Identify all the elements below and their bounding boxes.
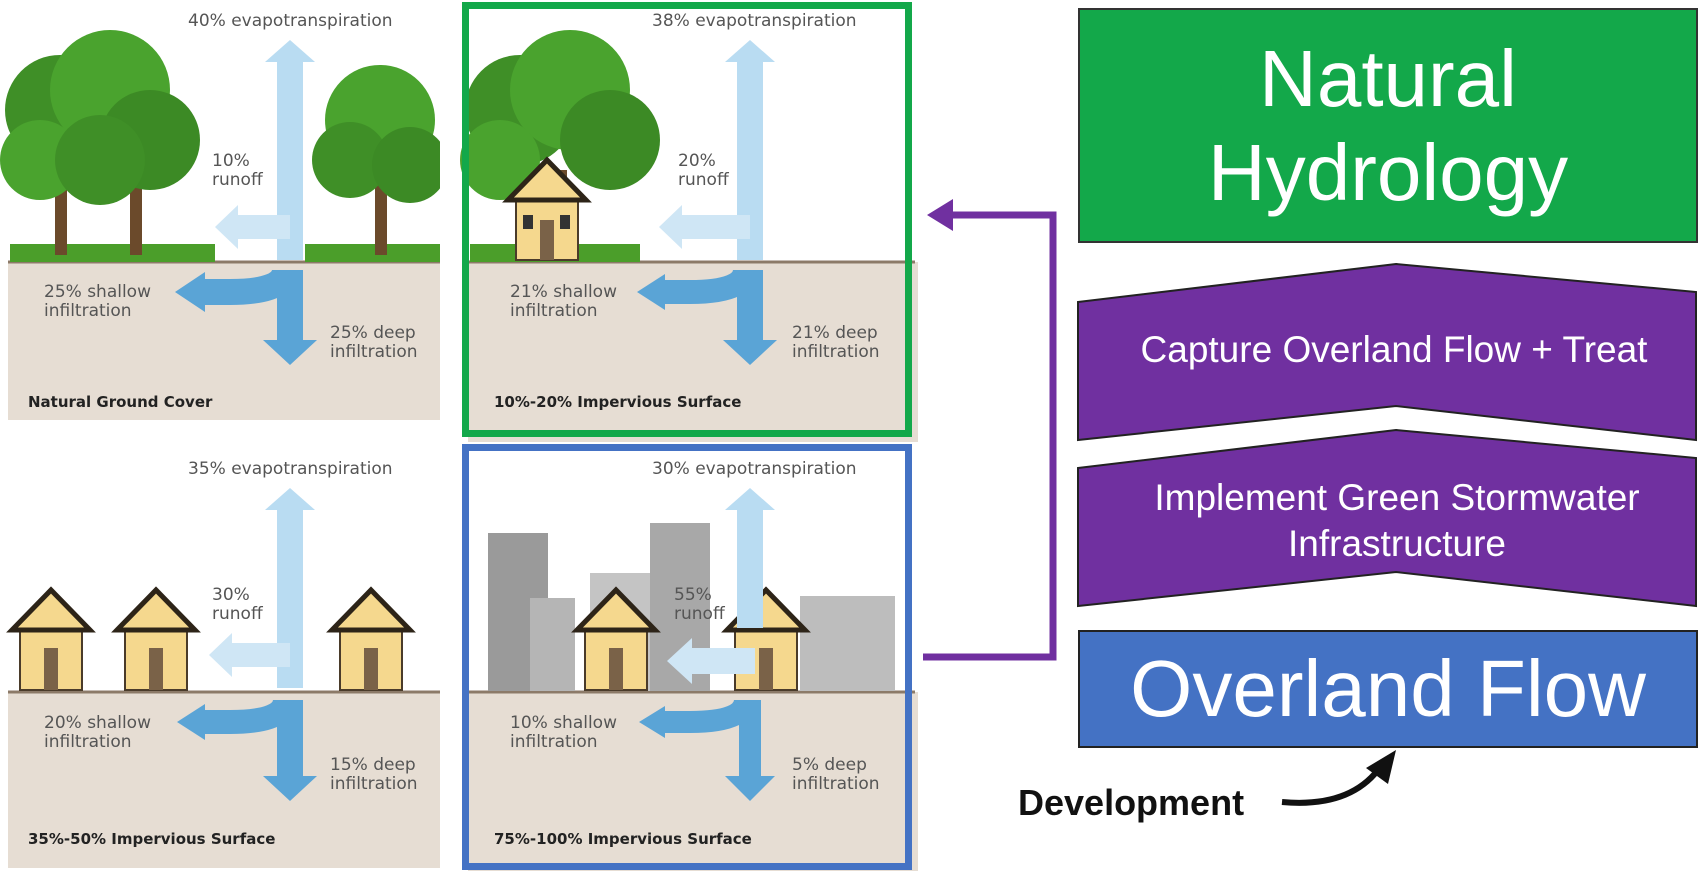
panel-caption: Natural Ground Cover [28, 393, 213, 411]
blue-highlight-border [462, 444, 912, 870]
step-implement-green-infrastructure: Implement Green Stormwater Infrastructur… [1154, 477, 1640, 564]
panel-caption: 75%-100% Impervious Surface [494, 830, 752, 848]
shallow-infiltration-label: 20% shallow infiltration [44, 713, 151, 752]
panel-caption: 10%-20% Impervious Surface [494, 393, 742, 411]
house-icon [111, 586, 201, 691]
deep-infiltration-label: 25% deep infiltration [330, 323, 418, 362]
deep-infiltration-label: 5% deep infiltration [792, 755, 880, 794]
runoff-label: 10% runoff [212, 151, 263, 190]
curved-arrow-icon [1281, 750, 1396, 806]
panel-natural-ground-cover: 40% evapotranspiration 10% runoff 25% sh… [0, 0, 440, 420]
panel-low-impervious: 38% evapotranspiration 20% runoff 21% sh… [460, 0, 920, 445]
high-impervious-illustration [468, 488, 918, 871]
runoff-label: 55% runoff [674, 585, 725, 624]
step-chevron [1077, 428, 1697, 608]
step-capture-overland-flow: Capture Overland Flow + Treat [1140, 329, 1648, 370]
panel-medium-impervious: 35% evapotranspiration 30% runoff 20% sh… [0, 448, 440, 868]
house-icon [502, 156, 592, 261]
shallow-infiltration-label: 25% shallow infiltration [44, 282, 151, 321]
shallow-infiltration-label: 10% shallow infiltration [510, 713, 617, 752]
purple-connector-arrow [923, 199, 1057, 661]
tree-icon [312, 65, 440, 255]
evapotranspiration-label: 40% evapotranspiration [188, 11, 393, 31]
panel-high-impervious: 30% evapotranspiration 55% runoff 10% sh… [460, 448, 920, 871]
deep-infiltration-label: 15% deep infiltration [330, 755, 418, 794]
shallow-infiltration-label: 21% shallow infiltration [510, 282, 617, 321]
panel-caption: 35%-50% Impervious Surface [28, 830, 276, 848]
natural-illustration [0, 30, 440, 420]
house-icon [326, 586, 416, 691]
evapotranspiration-label: 30% evapotranspiration [652, 459, 857, 479]
runoff-label: 30% runoff [212, 585, 263, 624]
low-impervious-illustration [460, 30, 918, 442]
green-highlight-border [462, 2, 912, 437]
tree-icon [0, 30, 200, 255]
evapotranspiration-label: 38% evapotranspiration [652, 11, 857, 31]
house-icon [6, 586, 96, 691]
medium-impervious-illustration [6, 488, 440, 868]
overland-flow-title: Overland Flow [1130, 644, 1646, 733]
runoff-label: 20% runoff [678, 151, 729, 190]
deep-infiltration-label: 21% deep infiltration [792, 323, 880, 362]
development-label: Development [1018, 782, 1245, 823]
natural-hydrology-box: Natural Hydrology [1078, 8, 1698, 243]
natural-hydrology-title: Natural Hydrology [1207, 33, 1569, 217]
step-chevron [1077, 262, 1697, 442]
house-icon [571, 586, 661, 691]
evapotranspiration-label: 35% evapotranspiration [188, 459, 393, 479]
overland-flow-box: Overland Flow [1078, 630, 1698, 748]
